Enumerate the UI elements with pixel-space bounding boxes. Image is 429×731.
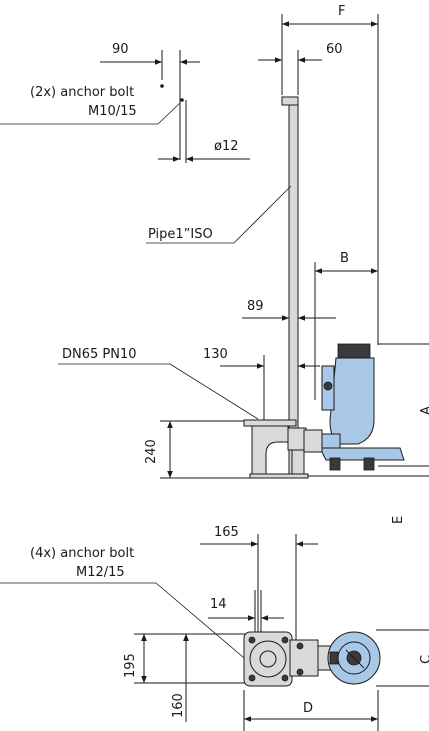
dim-C: C	[376, 629, 429, 687]
dim-130: 130	[203, 347, 320, 420]
dim-160-label: 160	[171, 693, 186, 718]
dim-90-label: 90	[112, 42, 129, 57]
dim-F-label: F	[338, 4, 345, 19]
dim-E-label: E	[391, 516, 406, 524]
pump-top-view	[327, 631, 381, 685]
dim-B: B	[314, 251, 378, 400]
pump-side-view	[303, 343, 405, 471]
pipe-callout: Pipe1”ISO	[146, 185, 292, 244]
dn65-label: DN65 PN10	[62, 347, 137, 362]
dim-195: 195	[123, 633, 256, 684]
anchor-bottom-line1: (4x) anchor bolt	[30, 546, 134, 561]
dim-160: 160	[171, 634, 189, 722]
dim-d12-label: ø12	[214, 139, 239, 154]
dim-d12: ø12	[158, 100, 250, 163]
anchor-dot-left	[160, 84, 164, 88]
dim-A-label: A	[419, 406, 429, 415]
dim-F: F	[281, 4, 379, 345]
dim-60-label: 60	[326, 42, 343, 57]
dim-240: 240	[144, 420, 250, 479]
anchor-top-line2: M10/15	[88, 104, 137, 119]
dim-D-label: D	[303, 701, 313, 716]
anchor-top-line1: (2x) anchor bolt	[30, 85, 134, 100]
dim-60: 60	[258, 42, 343, 95]
dn65-callout: DN65 PN10	[58, 347, 259, 420]
duckfoot-base	[243, 419, 309, 479]
dim-C-label: C	[419, 655, 429, 664]
anchor-dot-right	[180, 98, 184, 102]
dim-90: 90	[100, 42, 200, 160]
dim-165-label: 165	[214, 525, 239, 540]
dim-89: 89	[242, 299, 336, 321]
dim-E: E	[308, 475, 429, 524]
anchor-bolt-top-callout: (2x) anchor bolt M10/15	[0, 85, 181, 125]
dim-89-label: 89	[247, 299, 264, 314]
anchor-bottom-line2: M12/15	[76, 565, 125, 580]
dim-A: A	[378, 343, 429, 467]
pipe-label: Pipe1”ISO	[148, 227, 213, 242]
anchor-bolt-bottom-callout: (4x) anchor bolt M12/15	[0, 546, 251, 664]
dim-130-label: 130	[203, 347, 228, 362]
dim-240-label: 240	[144, 439, 159, 464]
dim-195-label: 195	[123, 653, 138, 678]
base-top-view	[243, 631, 333, 687]
guide-pipe	[281, 96, 299, 476]
dim-D: D	[243, 690, 379, 731]
dim-B-label: B	[340, 251, 349, 266]
dim-14-label: 14	[210, 597, 227, 612]
